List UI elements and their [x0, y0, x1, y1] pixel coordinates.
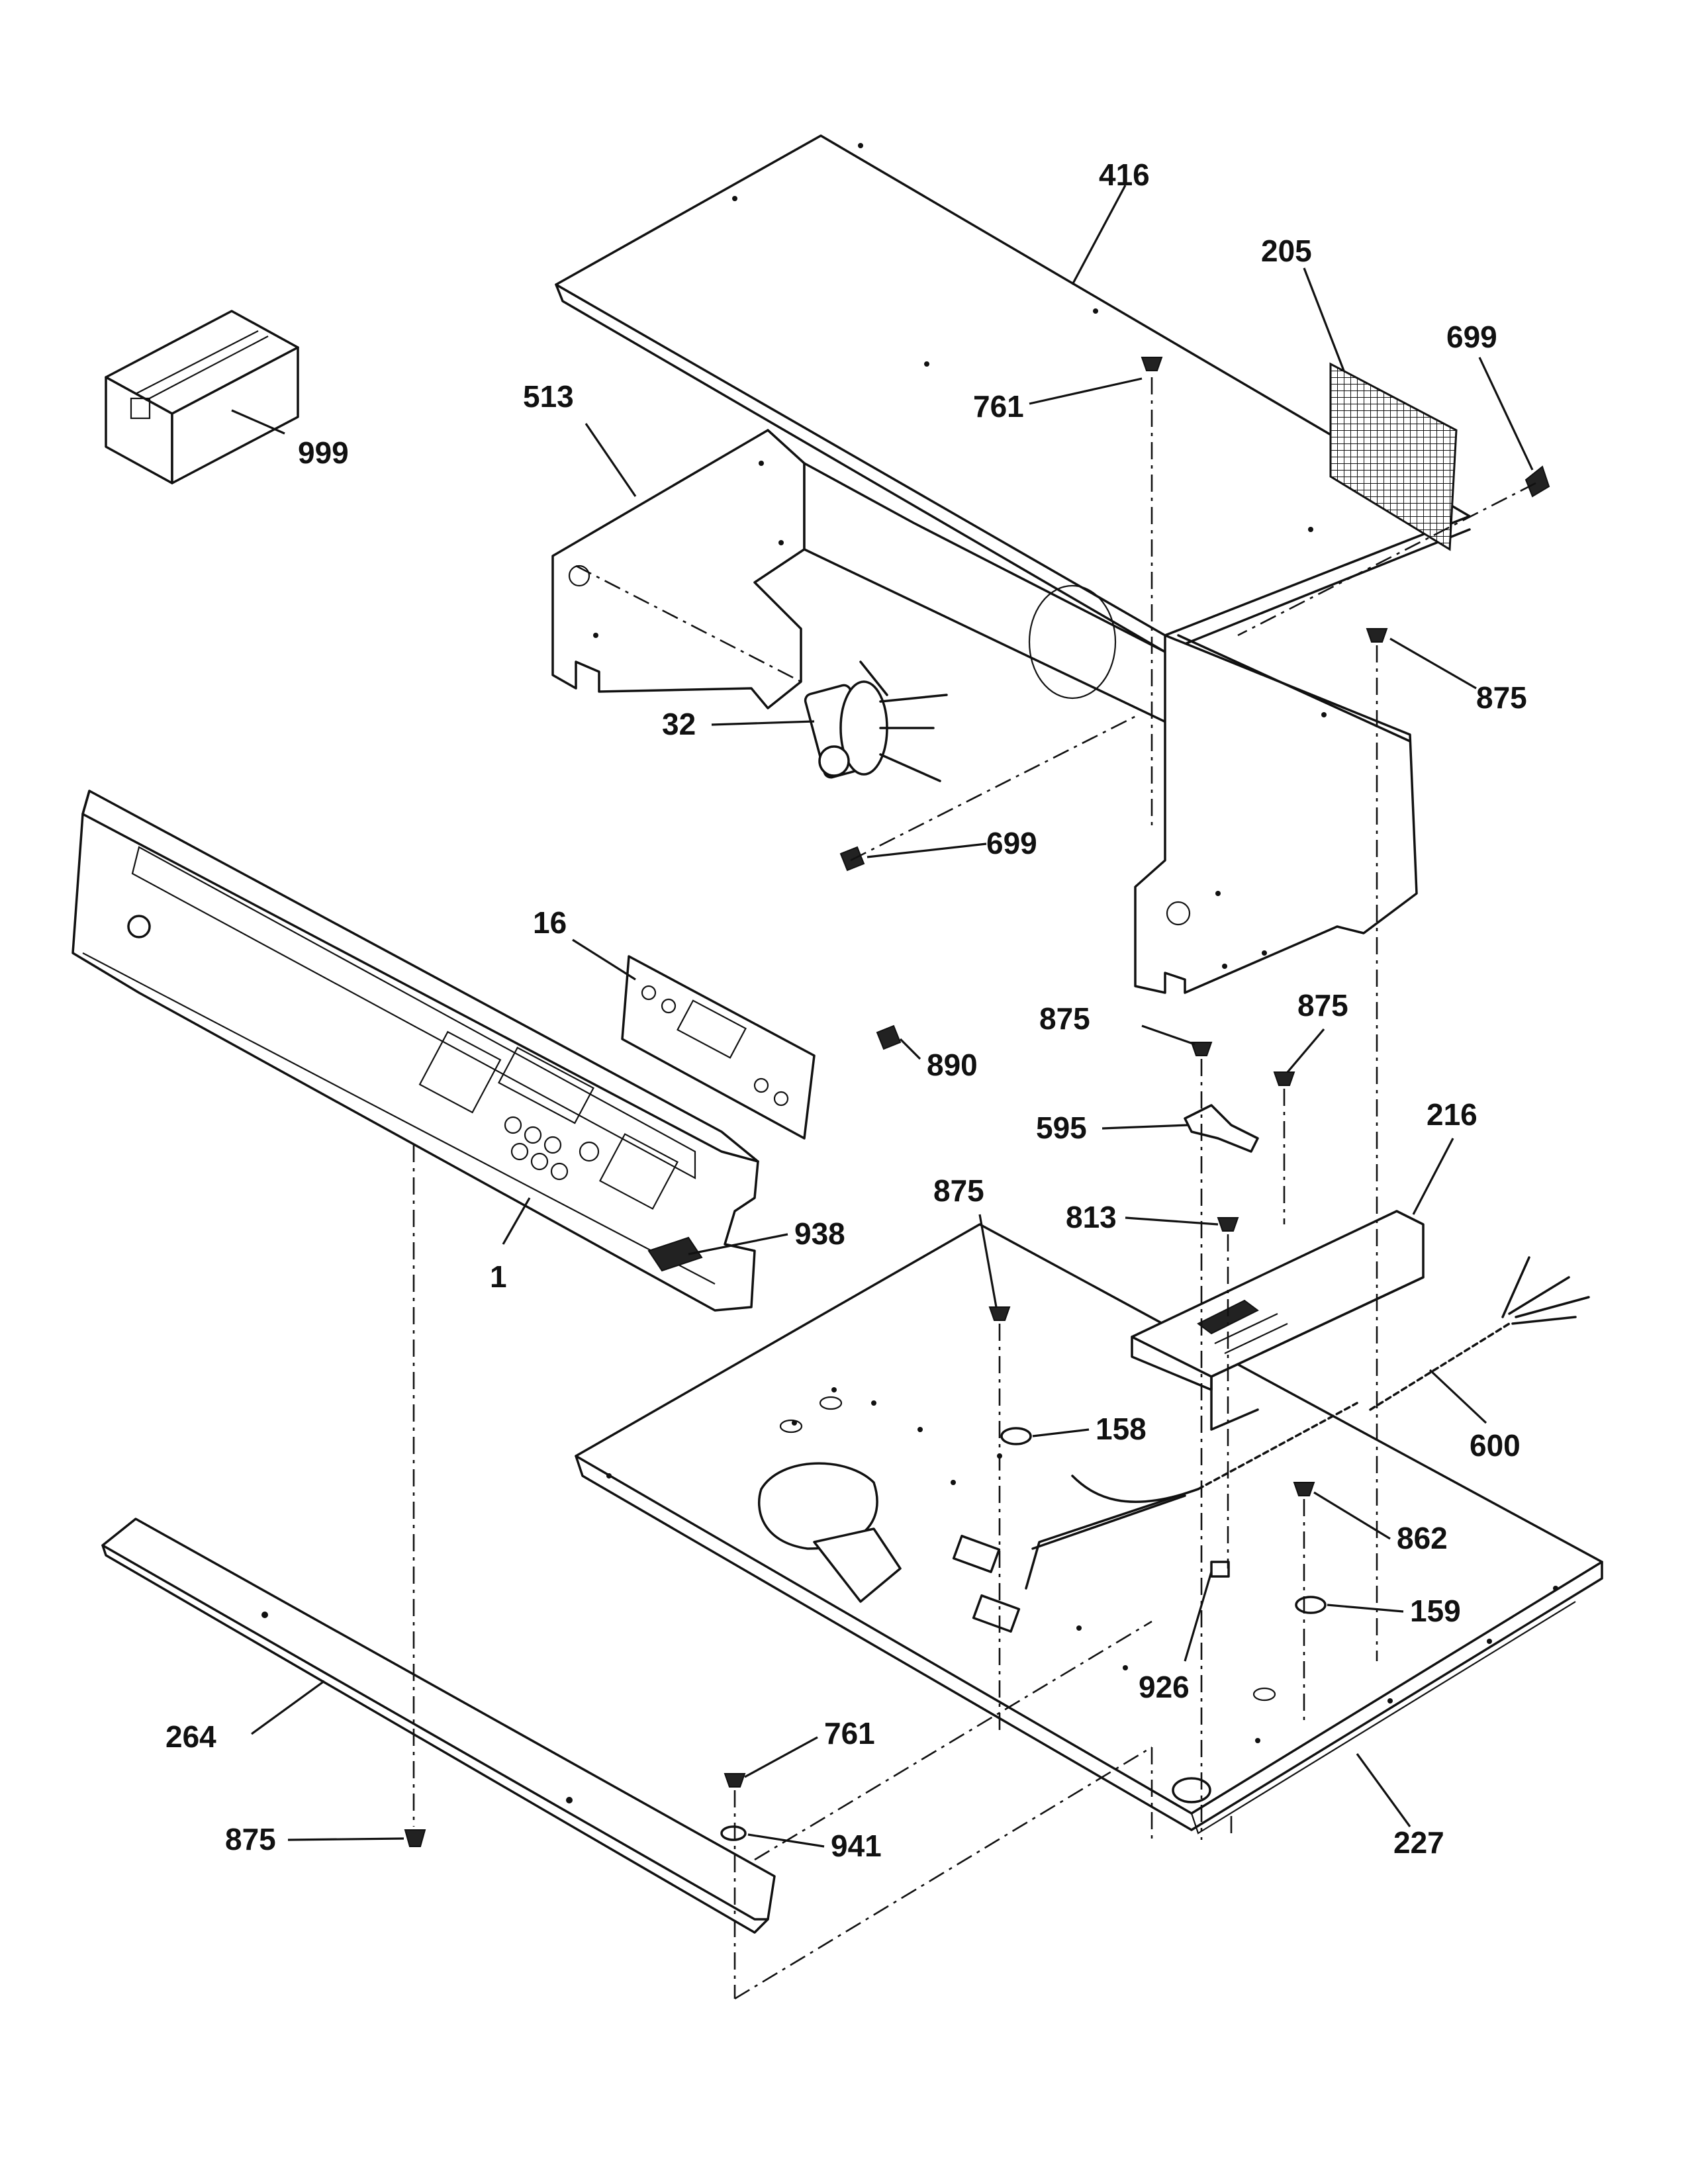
- wiring-harness-part: [952, 1256, 1590, 1633]
- callout-941: 941: [831, 1829, 882, 1863]
- callout-labels: 416 205 699 761 513 999 875 32 699 16 89…: [165, 158, 1527, 1863]
- callout-875-left-center: 875: [933, 1173, 984, 1208]
- callout-264: 264: [165, 1719, 216, 1754]
- callout-999: 999: [298, 435, 349, 470]
- callout-600: 600: [1470, 1428, 1521, 1463]
- callout-862: 862: [1397, 1521, 1448, 1555]
- wrapper-panel-part: [551, 429, 1418, 994]
- carton-box-part: [105, 310, 299, 484]
- control-panel-part: [71, 790, 759, 1312]
- callout-216: 216: [1427, 1097, 1477, 1132]
- callout-761-bottom: 761: [824, 1716, 875, 1751]
- callout-890: 890: [927, 1048, 978, 1082]
- callout-699-fan: 699: [986, 826, 1037, 860]
- callout-761-top: 761: [973, 389, 1024, 424]
- callout-227: 227: [1393, 1825, 1444, 1860]
- callout-813: 813: [1066, 1200, 1117, 1234]
- callout-875-right-center: 875: [1297, 988, 1348, 1023]
- bottom-panel-part: [575, 1223, 1603, 1835]
- control-board-part: [621, 955, 816, 1140]
- callout-513: 513: [523, 379, 574, 414]
- callout-1: 1: [490, 1259, 507, 1294]
- callout-158: 158: [1096, 1412, 1147, 1446]
- callout-416: 416: [1099, 158, 1150, 192]
- callout-159: 159: [1410, 1594, 1461, 1628]
- callout-875-bottom-left: 875: [225, 1822, 276, 1856]
- assembly-centerlines: [412, 377, 1536, 2000]
- keypad-buttons: [504, 1116, 679, 1210]
- callout-926: 926: [1139, 1670, 1190, 1704]
- mesh-grille-part: [1329, 362, 1458, 551]
- trim-strip-part: [101, 1518, 776, 1934]
- callout-205: 205: [1261, 234, 1312, 268]
- callout-875-center: 875: [1039, 1001, 1090, 1036]
- leader-lines: [231, 185, 1534, 1848]
- callout-699-top: 699: [1446, 320, 1497, 354]
- callout-16: 16: [533, 905, 567, 940]
- fan-motor-part: [804, 660, 948, 782]
- callout-875-right: 875: [1476, 680, 1527, 715]
- callout-938: 938: [794, 1216, 845, 1251]
- callout-32: 32: [662, 707, 696, 741]
- lock-switch-part: [647, 1236, 703, 1272]
- wiring-cover-part: [1131, 1210, 1425, 1431]
- callout-595: 595: [1036, 1111, 1087, 1145]
